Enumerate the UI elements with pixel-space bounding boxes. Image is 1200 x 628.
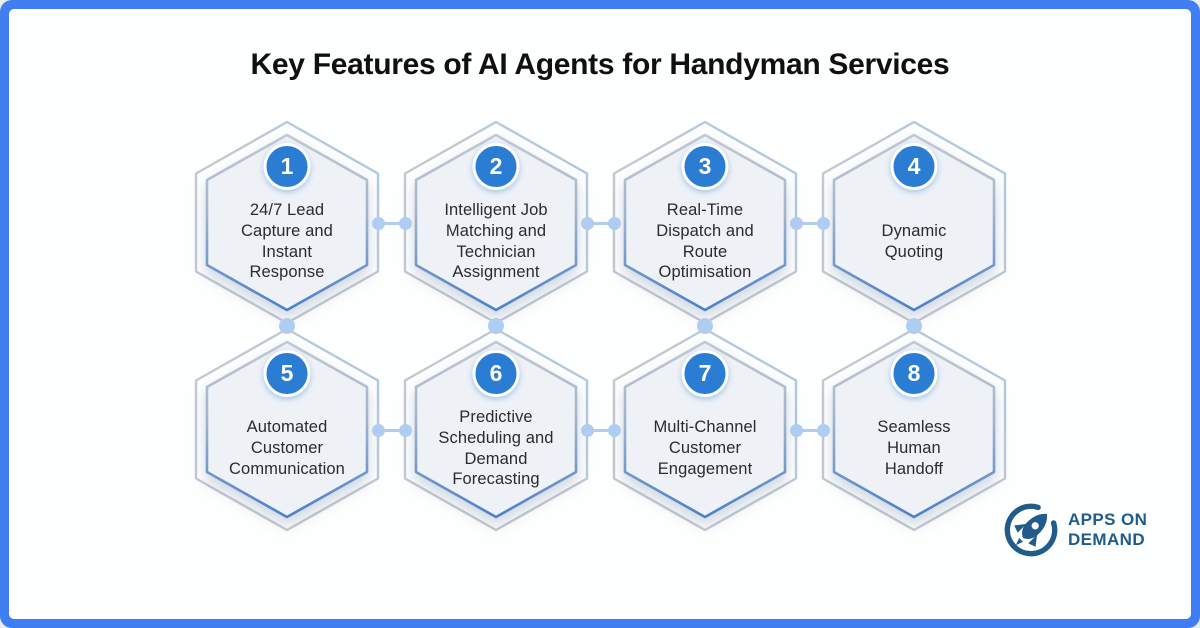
- hexagon-outer-ring: [821, 327, 1007, 532]
- feature-number-badge: 5: [263, 350, 311, 397]
- feature-number: 6: [489, 360, 503, 386]
- hexagon-inner: [623, 133, 787, 312]
- brand-name: APPS ON DEMAND: [1068, 510, 1147, 549]
- feature-number-badge: 7: [681, 350, 729, 397]
- connector-dot: [371, 423, 385, 437]
- infographic-title: Key Features of AI Agents for Handyman S…: [250, 48, 950, 81]
- feature-number-badge: 3: [681, 143, 729, 190]
- feature-number-badge: 1: [263, 143, 311, 190]
- connector-line: [378, 428, 405, 432]
- connector-dot: [398, 423, 412, 437]
- feature-number: 8: [907, 360, 921, 386]
- hexagon-inner: [414, 133, 578, 312]
- hexagon-inner: [832, 133, 996, 312]
- feature-number-badge: 6: [472, 350, 520, 397]
- connector-dot: [789, 216, 803, 230]
- hexagon-inner: [623, 340, 787, 519]
- connector-dot: [816, 216, 830, 230]
- row-junction-dot: [697, 318, 713, 334]
- row-junction-dot: [488, 318, 504, 334]
- connector-dot: [580, 216, 594, 230]
- hexagon-shape: [403, 327, 589, 532]
- feature-card: 5 Automated Customer Communication: [194, 327, 380, 532]
- connector-line: [796, 428, 823, 432]
- feature-card: 6 Predictive Scheduling and Demand Forec…: [403, 327, 589, 532]
- hexagon-inner: [205, 340, 369, 519]
- connector-dot: [371, 216, 385, 230]
- feature-card: 1 24/7 Lead Capture and Instant Response: [194, 120, 380, 325]
- connector-line: [587, 428, 614, 432]
- row-junction-dot: [279, 318, 295, 334]
- hexagon-outer-ring: [194, 327, 380, 532]
- hexagon-inner: [205, 133, 369, 312]
- hexagon-shape: [194, 327, 380, 532]
- infographic-canvas: [9, 9, 1191, 619]
- brand-name-line1: APPS ON: [1068, 510, 1148, 530]
- brand-logo: APPS ON DEMAND: [1003, 502, 1147, 558]
- connector-dot: [816, 423, 830, 437]
- hexagon-inner: [832, 340, 996, 519]
- feature-title: Dynamic Quoting: [881, 221, 947, 261]
- logo-circle: [1004, 503, 1058, 557]
- feature-card: 8 Seamless Human Handoff: [821, 327, 1007, 532]
- feature-number-badge: 4: [890, 143, 938, 190]
- feature-card: 7 Multi-Channel Customer Engagement: [612, 327, 798, 532]
- feature-number: 5: [280, 360, 294, 386]
- rocket-logo-icon: [1004, 503, 1058, 557]
- feature-card: 2 Intelligent Job Matching and Technicia…: [403, 120, 589, 325]
- hexagon-outer-ring: [403, 327, 589, 532]
- feature-number-badge: 8: [890, 350, 938, 397]
- feature-title: Seamless Human Handoff: [877, 418, 951, 478]
- feature-title: 24/7 Lead Capture and Instant Response: [241, 200, 333, 282]
- feature-title: Intelligent Job Matching and Technician …: [444, 200, 548, 282]
- feature-number-badge: 2: [472, 143, 520, 190]
- connector-dot: [398, 216, 412, 230]
- hexagon-shape: [612, 327, 798, 532]
- feature-card: 4 Dynamic Quoting: [821, 120, 1007, 325]
- hexagon-inner: [414, 340, 578, 519]
- connector-dot: [789, 423, 803, 437]
- connector-dot: [607, 423, 621, 437]
- feature-number: 3: [698, 153, 712, 179]
- feature-title: Predictive Scheduling and Demand Forecas…: [438, 407, 554, 489]
- connector-line: [378, 221, 405, 225]
- feature-number: 2: [489, 153, 503, 179]
- brand-name-line2: DEMAND: [1068, 530, 1146, 549]
- feature-number: 1: [280, 153, 294, 179]
- feature-number: 4: [907, 153, 921, 179]
- row-junction-dot: [906, 318, 922, 334]
- connector-line: [796, 221, 823, 225]
- connector-dot: [607, 216, 621, 230]
- feature-title: Real-Time Dispatch and Route Optimisatio…: [656, 200, 754, 282]
- connector-line: [587, 221, 614, 225]
- connector-dot: [580, 423, 594, 437]
- feature-title: Multi-Channel Customer Engagement: [653, 418, 757, 478]
- rocket-glyph: [1014, 513, 1048, 547]
- feature-title: Automated Customer Communication: [229, 418, 345, 478]
- hexagon-shape: [821, 327, 1007, 532]
- hexagon-outer-ring: [612, 327, 798, 532]
- feature-number: 7: [698, 360, 712, 386]
